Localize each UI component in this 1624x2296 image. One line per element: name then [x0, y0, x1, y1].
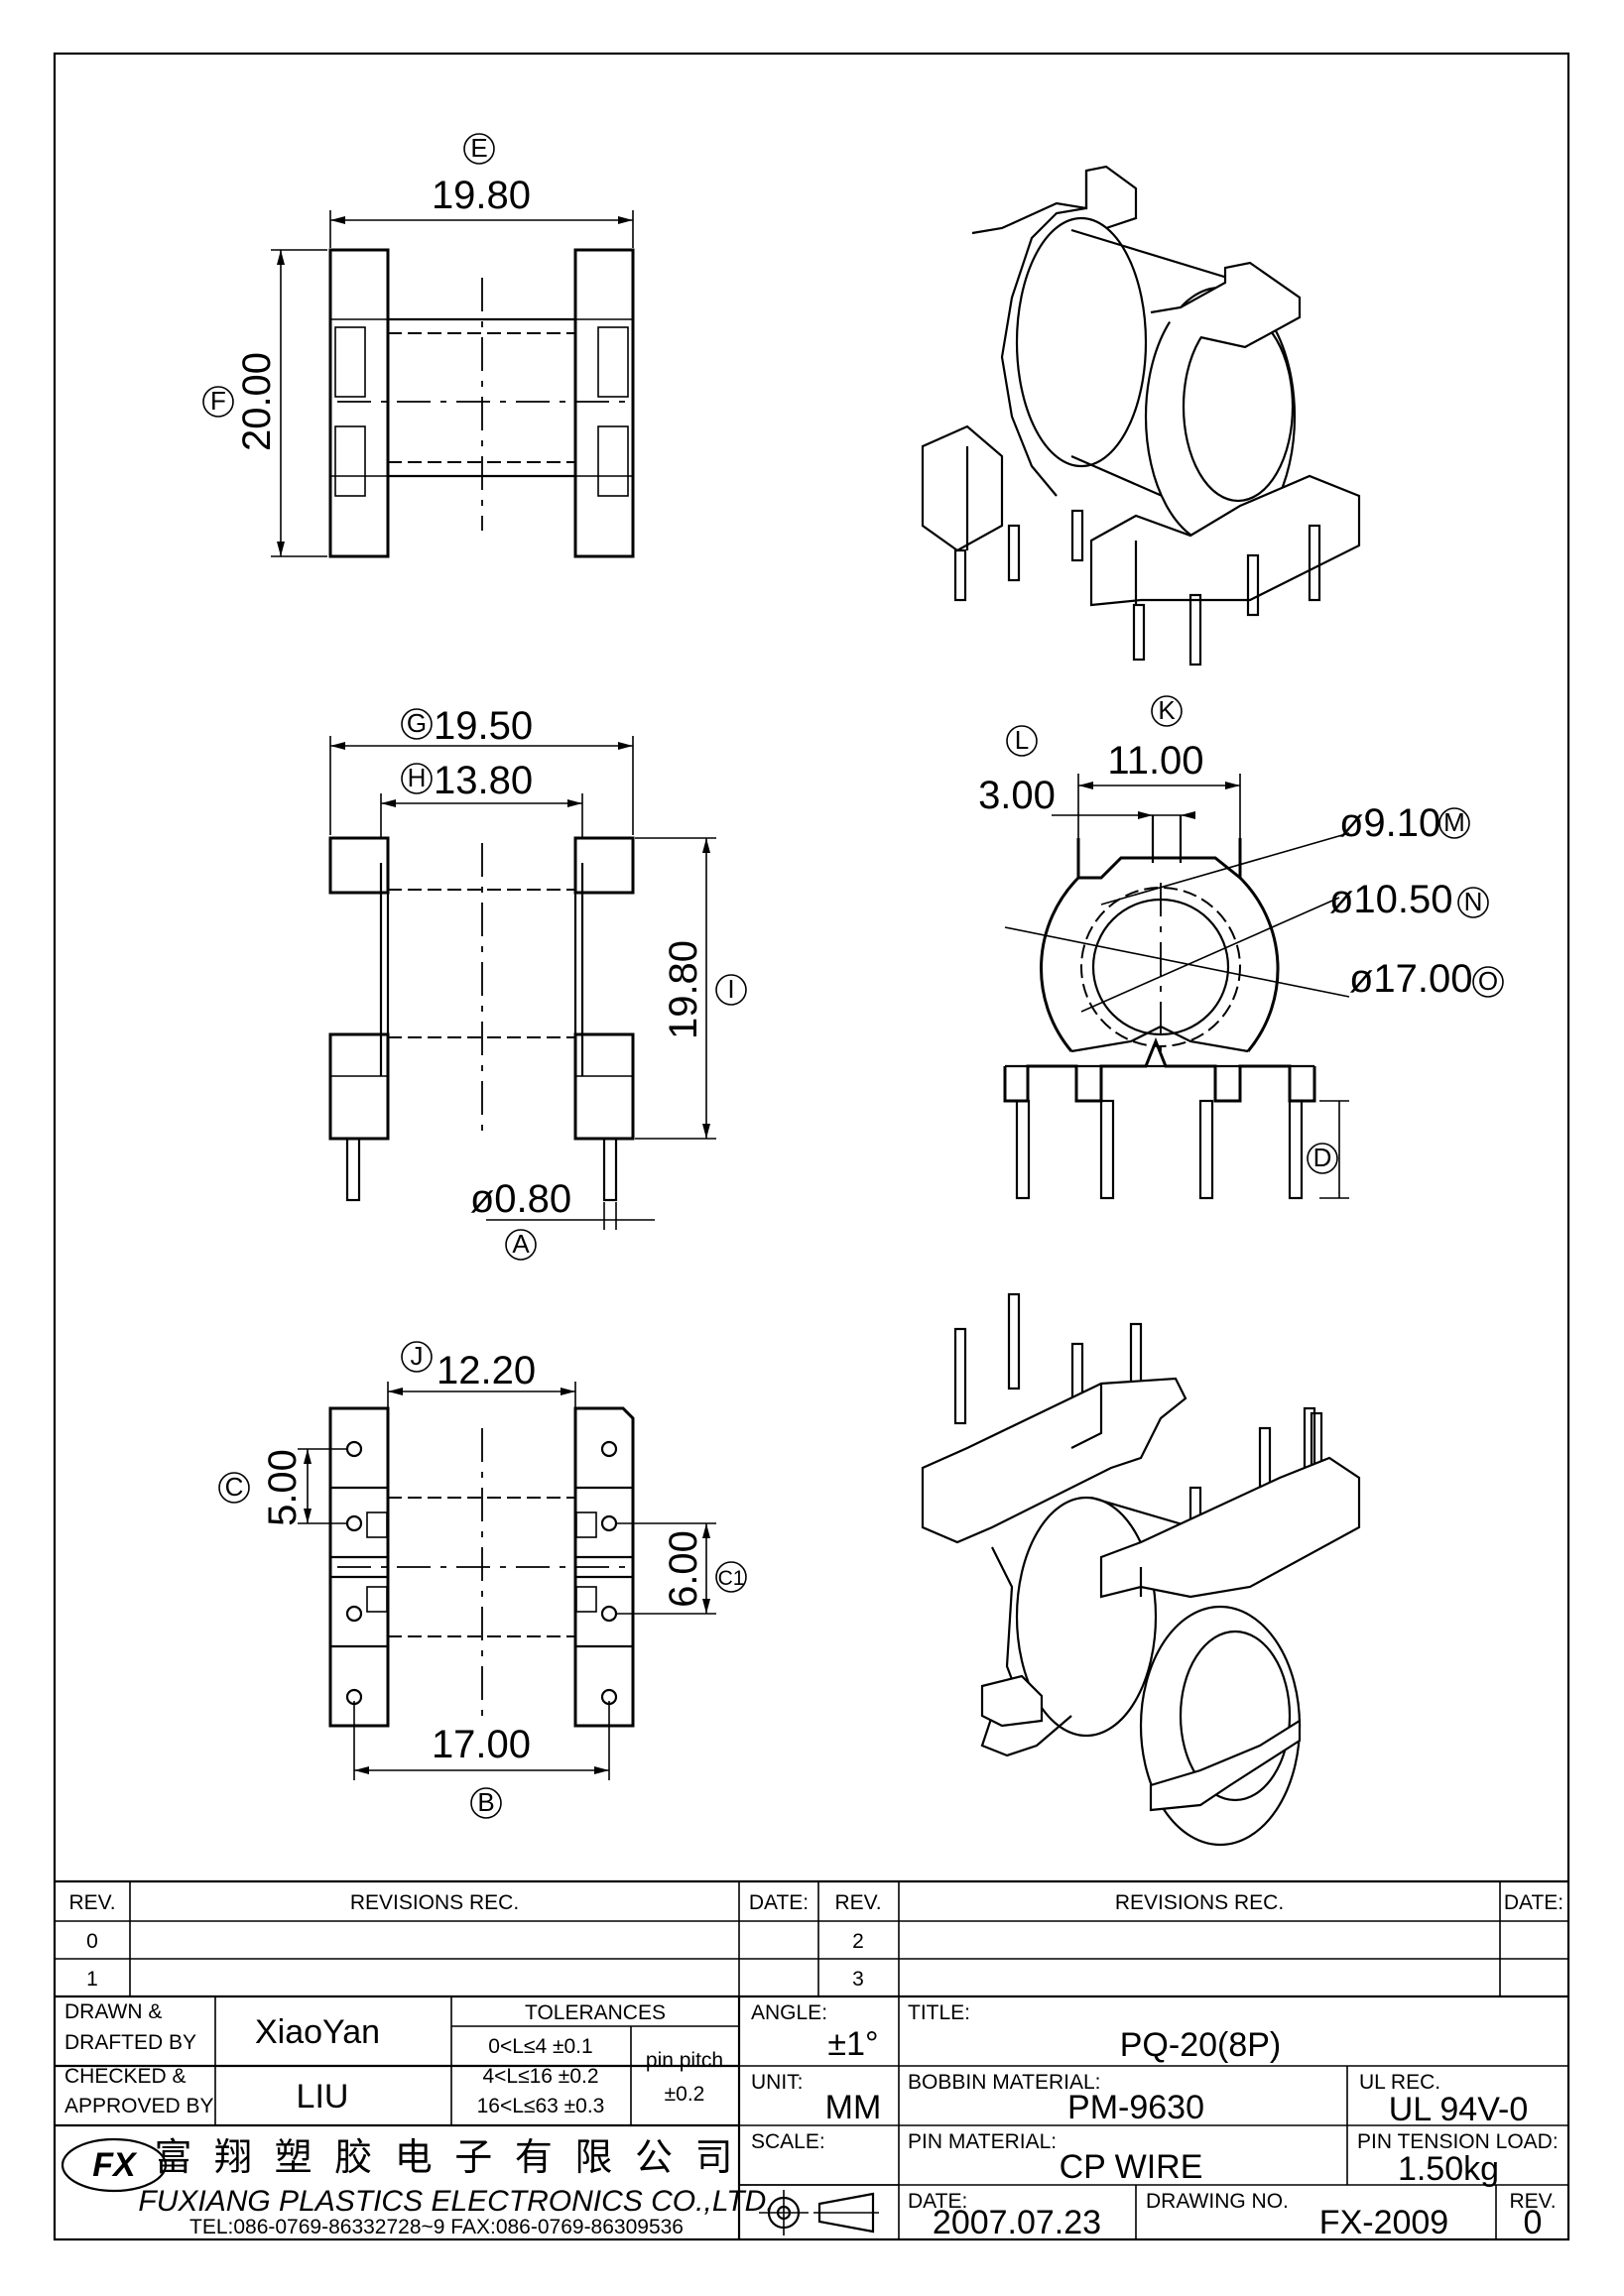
dim-E-tag: E [470, 133, 487, 163]
company-name-en: FUXIANG PLASTICS ELECTRONICS CO.,LTD. [138, 2185, 774, 2218]
revision-table: REV. REVISIONS REC. DATE: REV. REVISIONS… [55, 1879, 1568, 1998]
title-value: PQ-20(8P) [1120, 2026, 1282, 2064]
rev-rec-header-left: REVISIONS REC. [350, 1891, 519, 1914]
title-block: DRAWN & DRAFTED BY XiaoYan CHECKED & APP… [55, 1996, 1568, 2241]
pin-material-value: CP WIRE [1060, 2148, 1203, 2186]
tolerances-label: TOLERANCES [525, 2001, 666, 2024]
dim-L-tag: L [1015, 725, 1029, 755]
company-name-cn: 富 翔 塑 胶 电 子 有 限 公 司 [154, 2137, 738, 2179]
ul-label: UL REC. [1359, 2071, 1440, 2094]
bobbin-label: BOBBIN MATERIAL: [908, 2071, 1101, 2094]
date-header-left: DATE: [749, 1891, 809, 1914]
dim-C-tag: C [225, 1472, 244, 1502]
date-header-right: DATE: [1504, 1891, 1563, 1914]
dim-E-value: 19.80 [432, 174, 531, 217]
checked-value: LIU [297, 2078, 349, 2115]
projection-symbol-icon [739, 2184, 899, 2236]
rev-label: REV. [1509, 2190, 1556, 2213]
dim-A-tag: A [512, 1229, 530, 1259]
tol-row-2: 4<L≤16 ±0.2 [482, 2065, 598, 2088]
dim-H-value: 13.80 [434, 759, 533, 802]
date-label: DATE: [908, 2190, 967, 2213]
pin-tension-value: 1.50kg [1398, 2150, 1499, 2188]
isometric-view-bottom [921, 1292, 1361, 1847]
dim-G-value: 19.50 [434, 704, 533, 748]
dim-M-tag: M [1443, 807, 1465, 837]
drawing-no-value: FX-2009 [1319, 2204, 1448, 2241]
pin-material-label: PIN MATERIAL: [908, 2130, 1057, 2153]
dim-C-value: 5.00 [261, 1449, 305, 1526]
rev-header-right: REV. [834, 1891, 881, 1914]
title-label: TITLE: [908, 2001, 970, 2024]
unit-value: MM [825, 2089, 882, 2126]
company-logo: FX [61, 2137, 188, 2193]
dim-C1-value: 6.00 [662, 1530, 705, 1608]
rev-row-2: 2 [852, 1930, 864, 1953]
dim-L-value: 3.00 [978, 774, 1056, 817]
dim-G-tag: G [407, 708, 427, 738]
drawn-label-2: DRAFTED BY [64, 2031, 196, 2054]
top-view: E 19.80 F 20.00 [202, 133, 635, 558]
dim-O-tag: O [1478, 966, 1498, 996]
dim-J-tag: J [411, 1341, 424, 1371]
dim-M-value: ø9.10 [1339, 801, 1440, 845]
dim-B-value: 17.00 [432, 1723, 531, 1766]
drawn-value: XiaoYan [255, 2013, 380, 2051]
rev-rec-header-right: REVISIONS REC. [1115, 1891, 1284, 1914]
pin-pitch-label: pin pitch [646, 2049, 723, 2072]
svg-text:FX: FX [92, 2146, 138, 2184]
dim-A-value: ø0.80 [470, 1177, 571, 1221]
date-value: 2007.07.23 [933, 2204, 1101, 2241]
tol-row-1: 0<L≤4 ±0.1 [488, 2035, 592, 2058]
angle-value: ±1° [827, 2025, 878, 2063]
dim-F-tag: F [210, 386, 226, 416]
drawing-no-label: DRAWING NO. [1146, 2190, 1289, 2213]
side-view: K 11.00 L 3.00 ø9.10 M ø10.50 N ø17.00 O… [978, 695, 1504, 1200]
front-view: G 19.50 H 13.80 19.80 I ø0.80 A [328, 704, 747, 1261]
dim-D-tag: D [1313, 1143, 1332, 1172]
dim-C1-tag: C1 [718, 1567, 745, 1590]
rev-row-0: 0 [86, 1930, 98, 1953]
rev-header-left: REV. [68, 1891, 115, 1914]
tol-row-3: 16<L≤63 ±0.3 [477, 2095, 605, 2117]
dim-N-tag: N [1464, 887, 1483, 916]
dim-K-tag: K [1158, 695, 1176, 725]
pin-pitch-value: ±0.2 [665, 2083, 705, 2106]
dim-I-tag: I [727, 974, 734, 1004]
scale-label: SCALE: [751, 2130, 825, 2153]
dim-H-tag: H [408, 763, 427, 792]
dim-I-value: 19.80 [662, 940, 705, 1039]
angle-label: ANGLE: [751, 2001, 827, 2024]
isometric-view-top [921, 165, 1361, 666]
drawn-label-1: DRAWN & [64, 2000, 162, 2023]
company-contact: TEL:086-0769-86332728~9 FAX:086-0769-863… [189, 2216, 684, 2238]
dim-O-value: ø17.00 [1349, 957, 1473, 1001]
ul-value: UL 94V-0 [1389, 2091, 1529, 2128]
dim-N-value: ø10.50 [1329, 878, 1453, 921]
bobbin-value: PM-9630 [1067, 2089, 1204, 2126]
pin-tension-label: PIN TENSION LOAD: [1357, 2130, 1559, 2153]
unit-label: UNIT: [751, 2071, 804, 2094]
checked-label-1: CHECKED & [64, 2065, 187, 2088]
dim-K-value: 11.00 [1107, 739, 1203, 783]
drawing-frame [53, 52, 1570, 2241]
bottom-view: J 12.20 5.00 C 6.00 C1 17.00 B [218, 1341, 747, 1819]
dim-F-value: 20.00 [235, 352, 279, 451]
dim-J-value: 12.20 [437, 1349, 536, 1392]
rev-row-3: 3 [852, 1968, 864, 1991]
checked-label-2: APPROVED BY [64, 2095, 214, 2117]
dim-B-tag: B [477, 1787, 494, 1817]
rev-row-1: 1 [86, 1968, 98, 1991]
rev-value: 0 [1524, 2204, 1543, 2241]
